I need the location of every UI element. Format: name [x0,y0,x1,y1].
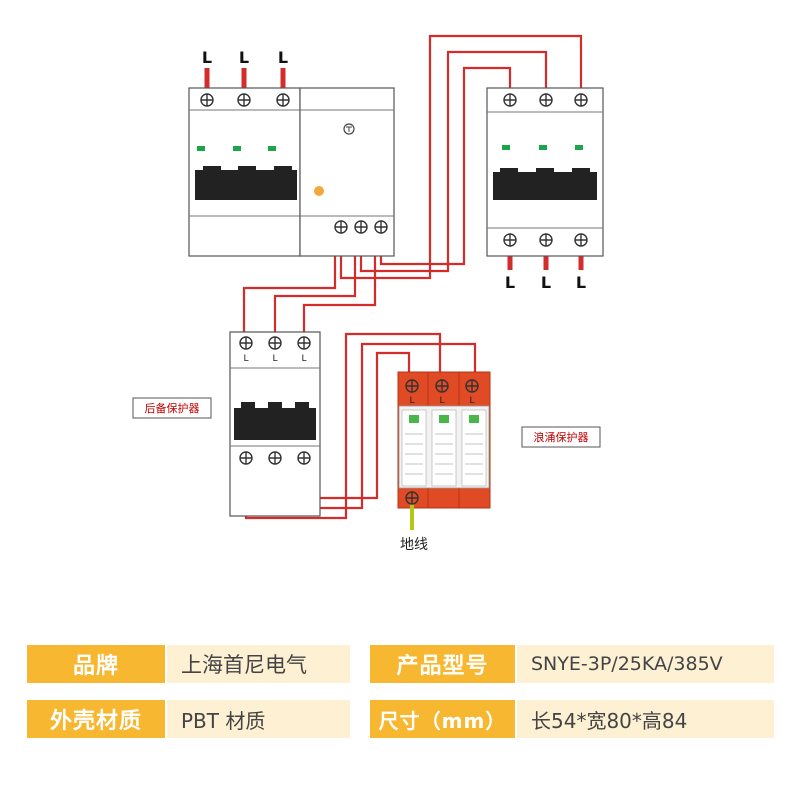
screw-icon [503,233,517,247]
backup-terminal-labels: L L L [243,354,306,364]
ground-label: 地线 [400,537,428,553]
indicator-dot-icon [314,186,324,196]
model-value: SNYE-3P/25KA/385V [517,645,774,683]
screw-icon [237,93,251,107]
main-breaker [188,87,301,257]
surge-protector-label: 浪涌保护器 [534,430,589,444]
spec-row-2: 外壳材质 PBT 材质 尺寸（mm） 长54*宽80*高84 [0,700,800,740]
brand-key: 品牌 [27,645,165,683]
output-phase-labels: L L L [505,273,586,292]
spd-terminal-labels: L L L [409,396,474,406]
screw-icon [465,379,479,393]
screw-icon [268,451,282,465]
output-label: L [505,273,515,292]
backup-protector-label: 后备保护器 [145,401,200,415]
screw-icon [334,220,348,234]
screw-icon [297,451,311,465]
model-key: 产品型号 [370,645,515,683]
screw-icon [405,491,419,505]
screw-icon [435,379,449,393]
backup-protector [229,331,321,517]
terminal-label: L [439,396,444,406]
screw-icon [268,336,282,350]
brand-value: 上海首尼电气 [167,645,350,683]
terminal-label: L [301,354,306,364]
surge-protector-callout: 浪涌保护器 [521,426,601,448]
backup-protector-callout: 后备保护器 [132,397,212,419]
screw-icon [539,233,553,247]
input-phase-labels: L L L [202,48,288,67]
wiring-diagram: L L L L L L L L L L L L 后备保护器 浪涌保护器 地线 [132,34,604,553]
screw-icon [574,233,588,247]
input-label: L [239,48,249,67]
spec-row-1: 品牌 上海首尼电气 产品型号 SNYE-3P/25KA/385V [0,645,800,685]
terminal-label: L [272,354,277,364]
terminal-screws [200,93,588,465]
output-label: L [541,273,551,292]
terminal-label: L [243,354,248,364]
test-button-icon [343,123,355,135]
screw-icon [503,93,517,107]
material-value: PBT 材质 [167,700,350,738]
terminal-label: L [469,396,474,406]
surge-protector [397,371,491,530]
screw-icon [239,336,253,350]
output-breaker [486,87,604,257]
screw-icon [405,379,419,393]
size-value: 长54*宽80*高84 [517,700,774,738]
screw-icon [539,93,553,107]
output-label: L [576,273,586,292]
screw-icon [574,93,588,107]
screw-icon [354,220,368,234]
material-key: 外壳材质 [27,700,165,738]
input-label: L [278,48,288,67]
input-label: L [202,48,212,67]
screw-icon [374,220,388,234]
spd-terminal-screws [405,379,479,505]
screw-icon [239,451,253,465]
screw-icon [200,93,214,107]
screw-icon [276,93,290,107]
screw-icon [297,336,311,350]
size-key: 尺寸（mm） [370,700,515,738]
terminal-label: L [409,396,414,406]
